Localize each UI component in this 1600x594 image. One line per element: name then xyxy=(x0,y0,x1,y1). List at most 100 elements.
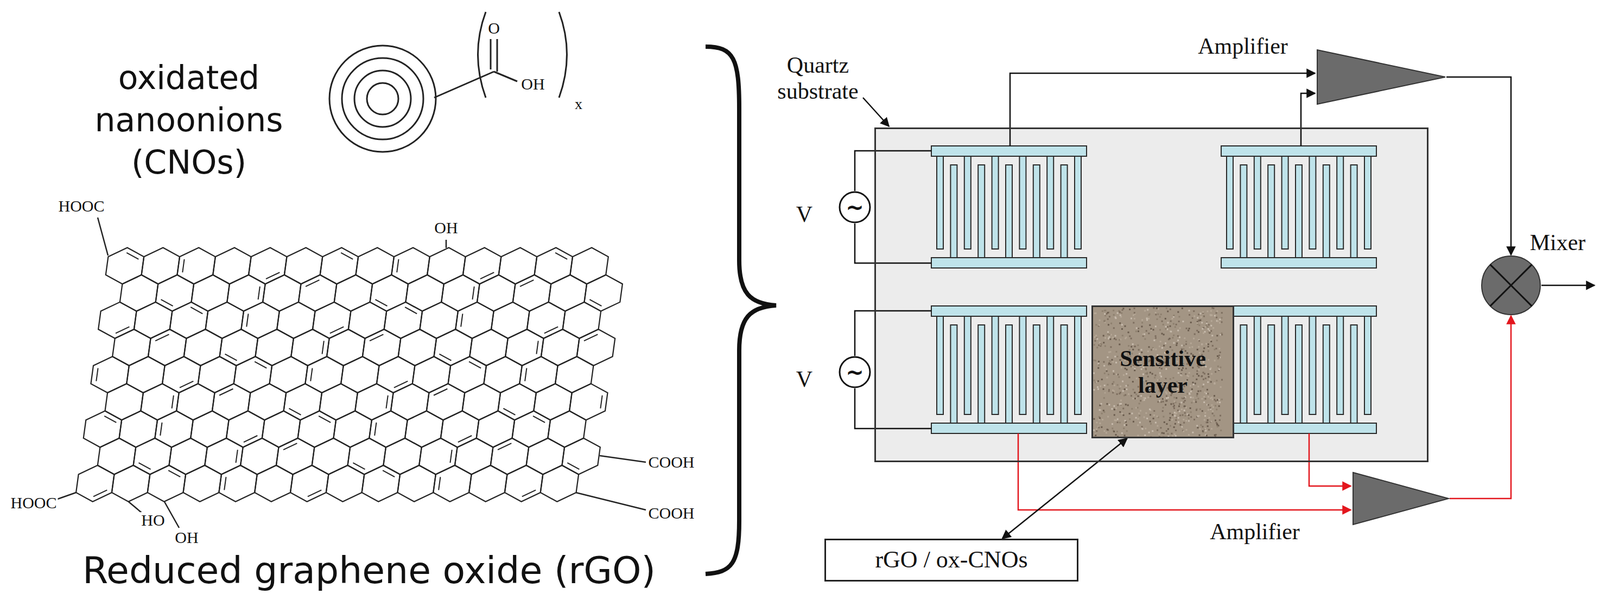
texture-speck xyxy=(1097,344,1100,347)
onion-shell xyxy=(341,58,424,140)
texture-speck xyxy=(1124,394,1127,397)
texture-speck xyxy=(1093,389,1095,391)
texture-speck xyxy=(1173,400,1176,403)
texture-speck xyxy=(1175,429,1177,432)
texture-speck xyxy=(1128,335,1131,338)
texture-speck xyxy=(1093,344,1096,346)
texture-speck xyxy=(1195,401,1197,404)
texture-speck xyxy=(1115,373,1118,376)
texture-speck xyxy=(1124,420,1127,422)
double-bond xyxy=(265,272,280,279)
texture-speck xyxy=(1146,308,1149,311)
texture-speck xyxy=(1210,428,1213,430)
texture-speck xyxy=(1178,403,1181,405)
texture-speck xyxy=(1108,334,1111,336)
texture-speck xyxy=(1196,316,1199,319)
texture-speck xyxy=(1177,409,1179,412)
double-bond xyxy=(288,408,301,416)
double-bond xyxy=(318,416,331,423)
chemical-bond xyxy=(599,455,646,463)
texture-speck xyxy=(1193,418,1196,421)
interdigital-transducer xyxy=(1221,306,1377,434)
texture-speck xyxy=(1098,324,1101,327)
double-bond xyxy=(126,252,139,260)
bus-bar xyxy=(1221,306,1377,317)
texture-speck xyxy=(1177,311,1179,314)
texture-speck xyxy=(1115,434,1117,436)
source-circle xyxy=(839,357,871,388)
texture-speck xyxy=(1181,397,1183,400)
texture-speck xyxy=(1148,432,1151,434)
texture-speck xyxy=(1141,428,1144,430)
texture-speck xyxy=(1185,437,1187,439)
texture-speck xyxy=(1171,318,1173,320)
texture-speck xyxy=(1125,373,1128,376)
texture-speck xyxy=(1093,379,1096,382)
texture-speck xyxy=(1207,396,1210,398)
double-bond xyxy=(374,422,377,436)
texture-speck xyxy=(1149,420,1152,423)
mixer-circle xyxy=(1481,256,1541,315)
texture-speck xyxy=(1097,388,1100,391)
texture-speck xyxy=(1214,434,1216,437)
texture-speck xyxy=(1128,376,1131,379)
electrode-finger xyxy=(936,316,944,415)
texture-speck xyxy=(1217,365,1219,368)
texture-speck xyxy=(1215,408,1218,411)
texture-speck xyxy=(1178,405,1180,408)
structure-title: oxidated nanoonions (CNOs) xyxy=(73,56,304,184)
texture-speck xyxy=(1175,416,1178,419)
double-bond xyxy=(555,252,568,260)
texture-speck xyxy=(1141,319,1144,321)
hexagon-ring xyxy=(90,356,129,393)
texture-speck xyxy=(1197,385,1199,388)
texture-speck xyxy=(1190,342,1192,345)
texture-speck xyxy=(1127,393,1130,396)
texture-speck xyxy=(1214,436,1217,438)
texture-speck xyxy=(1183,422,1185,424)
texture-speck xyxy=(1095,430,1098,433)
texture-speck xyxy=(1211,413,1214,415)
texture-speck xyxy=(1219,334,1222,336)
group-label: HOOC xyxy=(9,494,58,512)
hexagon-ring xyxy=(183,465,222,503)
texture-speck xyxy=(1175,344,1178,347)
texture-speck xyxy=(1103,397,1106,399)
chemical-bond xyxy=(97,217,109,256)
texture-speck xyxy=(1139,410,1142,412)
texture-speck xyxy=(1210,320,1213,322)
texture-speck xyxy=(1171,337,1174,339)
texture-speck xyxy=(1115,362,1117,364)
texture-speck xyxy=(1112,391,1114,394)
texture-speck xyxy=(1119,385,1122,388)
texture-speck xyxy=(1125,388,1128,391)
texture-speck xyxy=(1197,331,1200,334)
texture-speck xyxy=(1201,398,1203,400)
texture-speck xyxy=(1209,378,1211,381)
hexagon-ring xyxy=(397,465,436,503)
texture-speck xyxy=(1177,329,1179,332)
texture-speck xyxy=(1221,379,1223,382)
texture-speck xyxy=(1182,320,1184,323)
texture-speck xyxy=(1159,329,1161,332)
texture-speck xyxy=(1172,322,1175,325)
texture-speck xyxy=(1185,340,1187,343)
voltage-source: V~ xyxy=(838,356,872,389)
texture-speck xyxy=(1183,344,1185,347)
texture-speck xyxy=(1181,426,1184,428)
texture-speck xyxy=(1203,418,1206,421)
texture-speck xyxy=(1107,331,1109,334)
texture-speck xyxy=(1192,400,1195,403)
texture-speck xyxy=(1164,342,1167,345)
double-bond xyxy=(600,395,602,409)
texture-speck xyxy=(1207,392,1209,395)
texture-speck xyxy=(1145,437,1148,439)
double-bond xyxy=(329,326,344,334)
electrode-finger xyxy=(1323,164,1330,258)
texture-speck xyxy=(1220,332,1223,335)
texture-speck xyxy=(1200,424,1202,427)
texture-speck xyxy=(1174,413,1177,415)
signal-wire xyxy=(854,223,932,264)
texture-speck xyxy=(1118,376,1120,379)
